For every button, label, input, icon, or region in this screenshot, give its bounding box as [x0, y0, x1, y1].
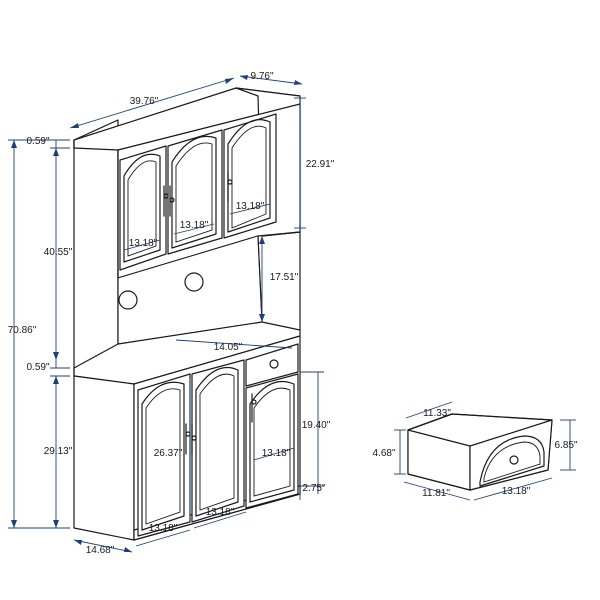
dimension-labels: 0.59" 40.55" 70.86" 0.59" 29.13" 39.76" … — [8, 71, 578, 556]
base-depth-label: 14.68" — [86, 545, 115, 556]
drawer-front-width-label: 13.18" — [502, 486, 531, 497]
upper-door-width-2-label: 13.18" — [180, 220, 209, 231]
dimension-lines — [8, 75, 576, 553]
upper-door-width-1-label: 13.18" — [129, 238, 158, 249]
upper-doors — [119, 113, 277, 271]
open-shelf-height-label: 17.51" — [270, 272, 299, 283]
lower-door-height-label: 26.37" — [154, 448, 183, 459]
base-height-label: 2.75" — [302, 483, 325, 494]
upper-door-width-3-label: 13.18" — [236, 201, 265, 212]
drawer-front-height-label: 6.85" — [554, 440, 577, 451]
drawer-top-depth-label: 11.33" — [423, 408, 451, 419]
upper-section-height-label: 40.55" — [44, 247, 73, 258]
drawer-bottom-depth-label: 11.81" — [422, 488, 450, 499]
drawer-height-label: 4.68" — [372, 448, 395, 459]
lower-door-width-2-label: 13.18" — [206, 507, 235, 518]
top-depth-label: 9.76" — [250, 71, 273, 82]
counter-width-label: 14.05" — [214, 342, 243, 353]
lower-doors — [137, 343, 299, 537]
lower-section-height-label: 29.13" — [44, 446, 73, 457]
drawer-width-label: 13.18" — [262, 448, 291, 459]
drawer-detail — [407, 413, 553, 491]
upper-door-height-label: 22.91" — [306, 159, 335, 170]
overall-height-label: 70.86" — [8, 325, 37, 336]
middle-trim-label: 0.59" — [26, 362, 49, 373]
drawer-cabinet-height-label: 19.40" — [302, 420, 331, 431]
lower-door-width-1-label: 13.18" — [149, 523, 178, 534]
top-width-label: 39.76" — [130, 96, 159, 107]
top-trim-label: 0.59" — [26, 136, 49, 147]
